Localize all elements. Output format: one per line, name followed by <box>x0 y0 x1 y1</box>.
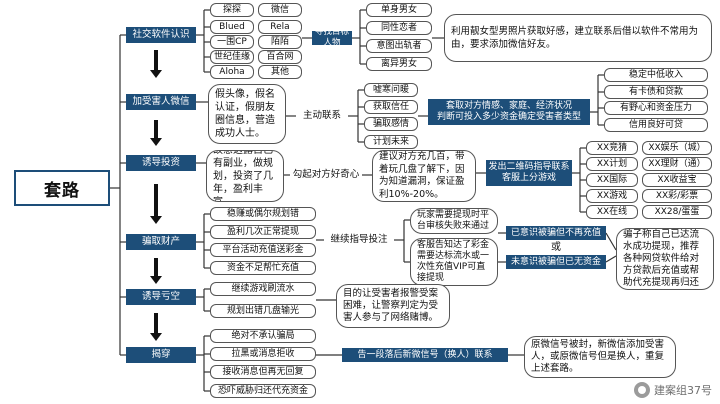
target-item: 同性恋者 <box>366 21 432 35</box>
app-item: 百合网 <box>258 50 302 64</box>
app-item: 其他 <box>258 65 302 79</box>
expose-item: 接收消息但再无回复 <box>210 365 316 379</box>
platform-item: XX收益宝 <box>642 173 712 187</box>
find-target-label: 寻找目标人物 <box>312 27 352 48</box>
unaware-branch-label: 未意识被骗但已无资金 <box>506 255 606 269</box>
probe-info-label: 套取对方情感、家庭、经济状况 判断可投入多少资金确定受害者类型 <box>428 99 590 125</box>
platform-item: XX游戏 <box>586 189 638 203</box>
keep-guiding-label: 继续指导投注 <box>330 234 388 245</box>
step-induce-loss: 诱导亏空 <box>126 289 196 305</box>
service-bubble: 客服告知达了彩金需要达标流水或一次性充值VIP可直接提现 <box>410 238 498 286</box>
target-item: 离异男女 <box>366 57 432 71</box>
app-item: Aloha <box>210 65 254 79</box>
app-item: 微信 <box>258 3 302 17</box>
platform-item: XX计划 <box>586 157 638 171</box>
target-item: 意图出轨者 <box>366 39 432 53</box>
contact-method: 骗取感情 <box>364 117 418 131</box>
expose-item: 恐吓威胁归还代充资金 <box>210 384 316 398</box>
contact-method: 获取信任 <box>364 100 418 114</box>
step6-note-bubble: 原微信号被封，新微信添加受害人，或原微信号但是换人，重复上述套路。 <box>524 336 676 378</box>
app-item: 世纪佳缘 <box>210 50 254 64</box>
platform-item: XX娱乐（城） <box>642 141 712 155</box>
step-induce-invest: 诱导投资 <box>126 155 196 171</box>
active-contact-label: 主动联系 <box>302 110 341 121</box>
defraud-item: 稳赚或偶尔规划错 <box>210 207 316 221</box>
title-box: 套路 <box>14 170 110 206</box>
loss-item: 规划出错几盘输光 <box>210 304 316 318</box>
victim-type: 信用良好可贷 <box>604 118 708 132</box>
expose-item: 拉黑或消息拒收 <box>210 347 316 361</box>
app-item: 一围CP <box>210 35 254 49</box>
expose-item: 绝对不承认骗局 <box>210 329 316 343</box>
target-item: 单身男女 <box>366 3 432 17</box>
watermark-logo-icon <box>634 382 650 398</box>
platform-item: XX彩/彩票 <box>642 189 712 203</box>
platform-item: XX国际 <box>586 173 638 187</box>
watermark-text: 建案组37号 <box>654 384 712 397</box>
platform-item: XX理财（通） <box>642 157 712 171</box>
watermark: 建案组37号 <box>634 382 712 398</box>
story-bubble: 故意透露自己有副业，做规划，投资了几年，盈利丰富。 <box>206 150 284 202</box>
platform-item: XX竞猜 <box>586 141 638 155</box>
platform-item: XX28/蛋蛋 <box>642 205 712 219</box>
withdraw-fail-bubble: 玩家需要提现时平台审核失败来通过 <box>410 208 498 234</box>
step1-note-bubble: 利用靓女型男照片获取好感，建立联系后借以软件不常用为由，要求添加微信好友。 <box>444 14 712 62</box>
fake-identity-bubble: 假头像，假名认证，假朋友圈信息，营造成功人士。 <box>208 84 286 144</box>
app-item: 探探 <box>210 3 254 17</box>
victim-type: 稳定中低收入 <box>604 68 708 82</box>
step-add-wechat: 加受害人微信 <box>126 94 196 110</box>
defraud-item: 盈利几次正常提现 <box>210 225 316 239</box>
loan-note-bubble: 骗子称自己已达流水成功提现，推荐各种网贷软件给对方贷款后充值或帮助代充提现再归还 <box>616 228 714 290</box>
app-item: 陌陌 <box>258 35 302 49</box>
arouse-curiosity-label: 勾起对方好奇心 <box>292 169 360 180</box>
contact-method: 嘘寒问暖 <box>364 83 418 97</box>
victim-type: 有卡债和贷款 <box>604 85 708 99</box>
new-wechat-label: 告一段落后新微信号（换人）联系 <box>342 348 508 362</box>
step-defraud: 骗取财产 <box>126 234 196 250</box>
platform-item: XX在线 <box>586 205 638 219</box>
step-expose: 揭穿 <box>126 347 196 363</box>
aware-branch-label: 已意识被骗但不再充值 <box>506 226 606 240</box>
defraud-item: 资金不足帮忙充值 <box>210 261 316 275</box>
qr-code-label: 发出二维码指导联系客服上分游戏 <box>486 160 572 186</box>
app-item: Blued <box>210 20 254 34</box>
or-label: 或 <box>551 242 561 253</box>
victim-type: 有野心和资金压力 <box>604 101 708 115</box>
step5-note-bubble: 目的让受害者报警受案困难，让警察判定为受害人参与了网络赌博。 <box>336 284 450 328</box>
loss-item: 继续游戏刷流水 <box>210 282 316 296</box>
app-item: Rela <box>258 20 302 34</box>
defraud-item: 平台活动充值送彩金 <box>210 243 316 257</box>
contact-method: 计划未来 <box>364 135 418 149</box>
step-social-apps: 社交软件认识 <box>126 27 196 43</box>
suggest-bubble: 建议对方充几百，带着玩几盘了解下，因为知道漏洞，保证盈利10%-20%。 <box>372 150 476 202</box>
